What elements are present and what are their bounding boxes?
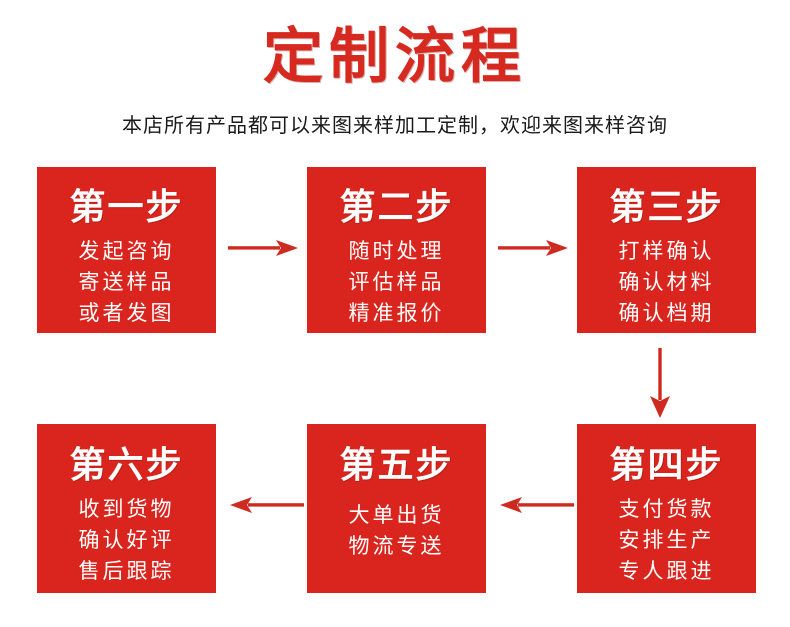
step-2-detail-list: 随时处理 评估样品 精准报价 [307, 236, 486, 329]
step-5-detail-list: 大单出货 物流专送 [307, 500, 486, 562]
arrow-right-icon [228, 235, 298, 261]
step-1-detail-line: 寄送样品 [78, 270, 175, 294]
step-6-detail-line: 售后跟踪 [78, 559, 175, 583]
step-card-6: 第六步 收到货物 确认好评 售后跟踪 [37, 424, 216, 593]
step-4-detail-line: 支付货款 [618, 497, 715, 521]
step-card-5: 第五步 大单出货 物流专送 [307, 424, 486, 593]
page-title: 定制流程 [263, 22, 527, 92]
step-4-detail-line: 安排生产 [618, 528, 715, 552]
step-1-detail-list: 发起咨询 寄送样品 或者发图 [37, 236, 216, 329]
step-1-detail-line: 或者发图 [78, 301, 175, 325]
step-5-detail-line: 大单出货 [348, 503, 445, 527]
step-card-3: 第三步 打样确认 确认材料 确认档期 [577, 167, 756, 333]
step-4-detail-list: 支付货款 安排生产 专人跟进 [577, 494, 756, 587]
step-6-detail-list: 收到货物 确认好评 售后跟踪 [37, 494, 216, 587]
step-2-heading: 第二步 [339, 187, 454, 228]
step-3-detail-line: 确认材料 [618, 270, 715, 294]
step-1-heading: 第一步 [69, 187, 184, 228]
step-4-heading: 第四步 [609, 445, 724, 486]
arrow-left-icon [222, 492, 304, 518]
step-6-detail-line: 确认好评 [78, 528, 175, 552]
page-subtitle: 本店所有产品都可以来图来样加工定制，欢迎来图来样咨询 [122, 113, 668, 137]
step-1-detail-line: 发起咨询 [78, 239, 175, 263]
step-3-detail-line: 打样确认 [618, 239, 715, 263]
step-card-1: 第一步 发起咨询 寄送样品 或者发图 [37, 167, 216, 333]
step-5-heading: 第五步 [339, 445, 454, 486]
step-3-heading: 第三步 [609, 187, 724, 228]
arrow-down-icon [645, 348, 675, 418]
step-2-detail-line: 随时处理 [348, 239, 445, 263]
step-2-detail-line: 精准报价 [348, 301, 445, 325]
arrow-right-icon [498, 235, 568, 261]
step-2-detail-line: 评估样品 [348, 270, 445, 294]
step-card-4: 第四步 支付货款 安排生产 专人跟进 [577, 424, 756, 593]
step-3-detail-list: 打样确认 确认材料 确认档期 [577, 236, 756, 329]
step-6-heading: 第六步 [69, 445, 184, 486]
step-6-detail-line: 收到货物 [78, 497, 175, 521]
step-4-detail-line: 专人跟进 [618, 559, 715, 583]
step-3-detail-line: 确认档期 [618, 301, 715, 325]
step-card-2: 第二步 随时处理 评估样品 精准报价 [307, 167, 486, 333]
step-5-detail-line: 物流专送 [348, 534, 445, 558]
arrow-left-icon [492, 492, 574, 518]
